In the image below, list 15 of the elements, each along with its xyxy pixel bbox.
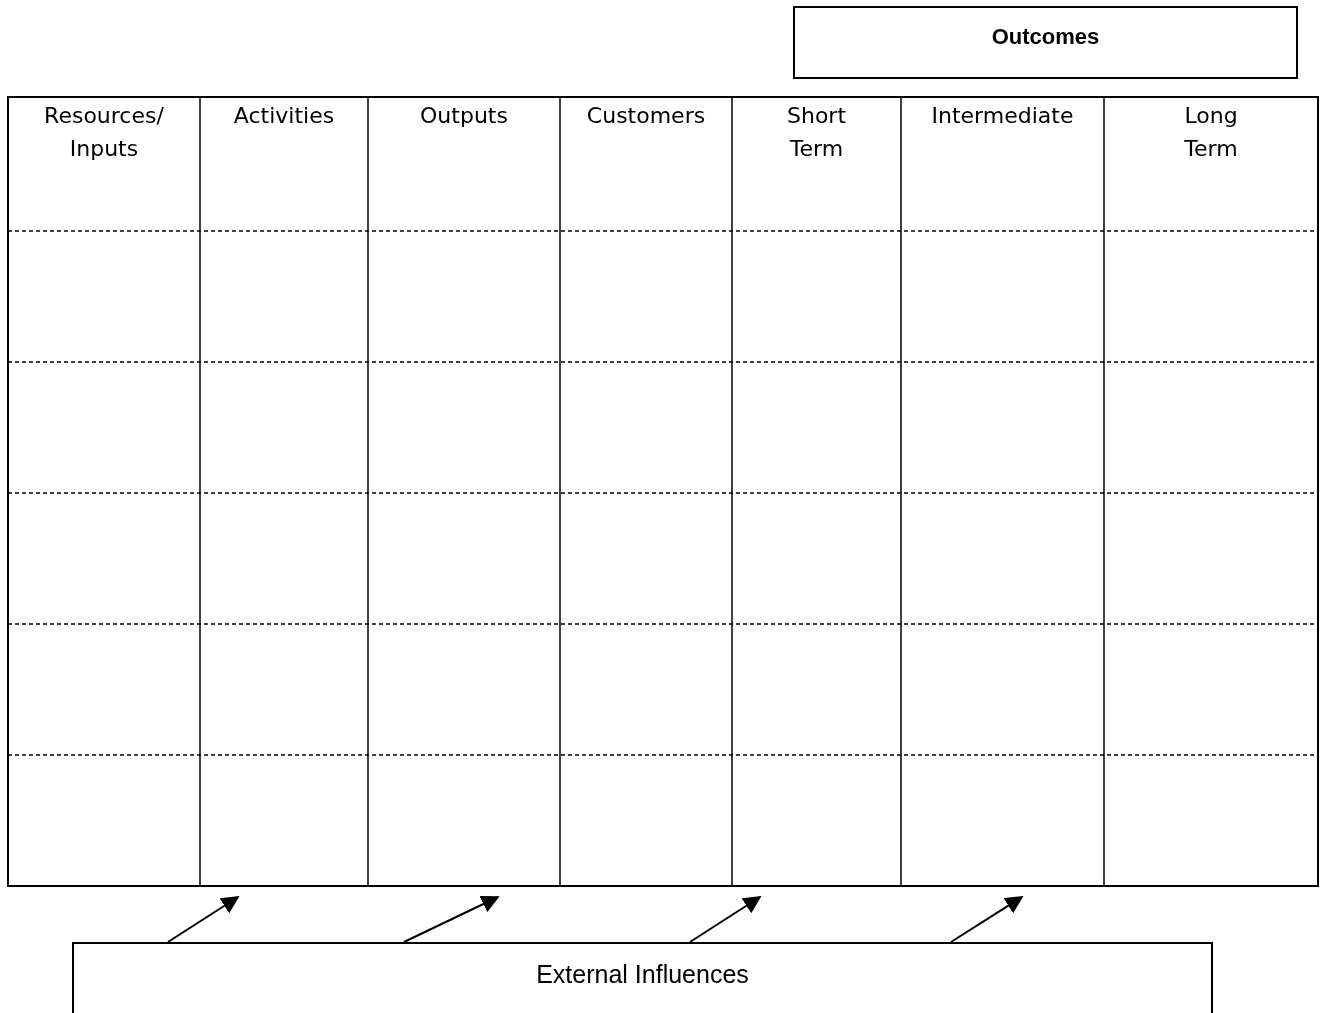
column-header: Long Term (1183, 102, 1239, 163)
outcomes-box (793, 6, 1298, 79)
column-header: Short Term (785, 102, 847, 163)
arrow (950, 896, 1024, 943)
column-header: Intermediate (930, 102, 1075, 130)
arrow (167, 896, 240, 943)
arrow (403, 895, 500, 943)
column-header: Resources/ Inputs (43, 102, 165, 163)
column-header: Activities (232, 102, 336, 130)
column-header: Outputs (419, 102, 509, 130)
box-label: Outcomes (991, 24, 1100, 51)
external-influences-box (72, 942, 1213, 1013)
box-label: External Influences (536, 960, 749, 990)
arrow (689, 896, 762, 943)
column-header: Customers (585, 102, 707, 130)
